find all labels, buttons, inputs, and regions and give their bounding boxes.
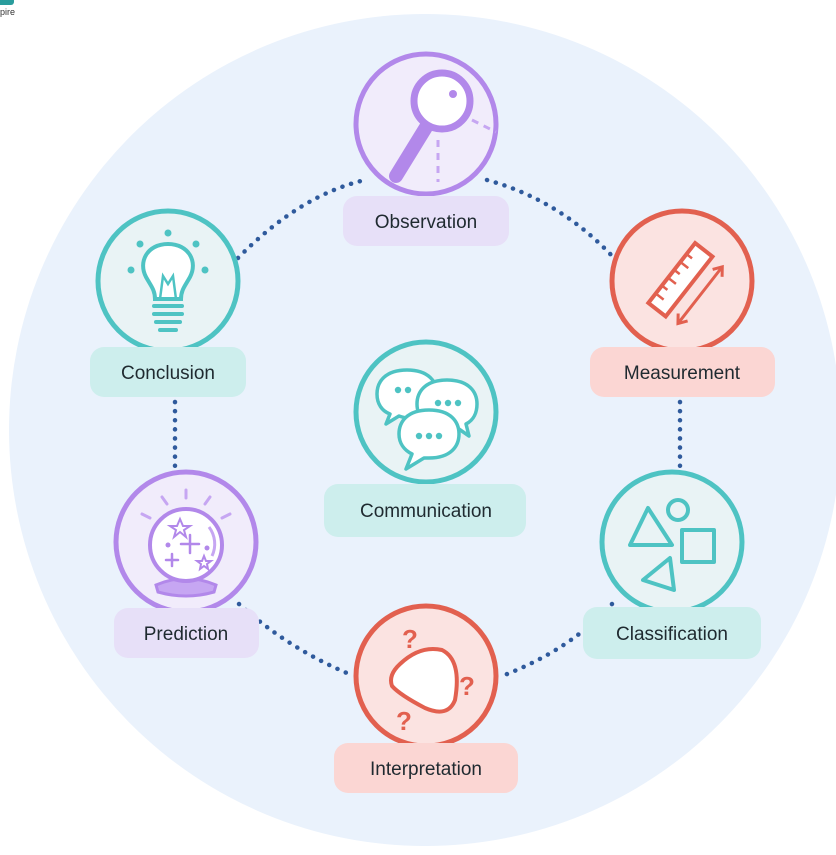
speech-bubbles-icon <box>375 368 479 471</box>
svg-text:?: ? <box>402 624 418 654</box>
magnifying-glass-icon <box>389 69 497 183</box>
observation-label: Observation <box>375 212 477 233</box>
lightbulb-icon <box>127 229 209 332</box>
brand-text: pire <box>0 7 16 17</box>
node-conclusion: Conclusion <box>90 208 246 397</box>
node-observation: Observation <box>343 51 509 246</box>
svg-text:?: ? <box>396 706 412 736</box>
node-prediction: Prediction <box>113 469 259 658</box>
crystal-ball-icon <box>140 488 232 598</box>
prediction-label: Prediction <box>144 624 229 645</box>
communication-label-pill <box>324 484 526 537</box>
conclusion-label-pill <box>90 347 246 397</box>
ruler-icon <box>645 240 724 326</box>
measurement-label-pill <box>590 347 775 397</box>
observation-label-pill <box>343 196 509 246</box>
brand-logo: pire <box>0 0 40 22</box>
svg-text:?: ? <box>459 671 475 701</box>
conclusion-label: Conclusion <box>121 363 215 384</box>
interpretation-label-pill <box>334 743 518 793</box>
interpretation-label: Interpretation <box>370 759 482 780</box>
prediction-label-pill <box>114 608 259 658</box>
node-classification: Classification <box>583 469 761 659</box>
shapes-icon <box>628 498 716 592</box>
measurement-label: Measurement <box>624 363 741 384</box>
connector-classification-interpretation <box>499 601 615 679</box>
classification-label: Classification <box>616 624 728 645</box>
brand-mark <box>0 0 14 5</box>
node-measurement: Measurement <box>590 208 775 397</box>
connector-conclusion-observation <box>235 177 368 261</box>
communication-label: Communication <box>360 501 492 522</box>
node-interpretation: ? ? ? Interpretation <box>334 603 518 793</box>
node-communication: Communication <box>324 339 526 537</box>
question-marks-icon: ? ? ? <box>389 624 475 736</box>
classification-label-pill <box>583 607 761 659</box>
connector-observation-measurement <box>484 177 617 261</box>
speech-dots <box>394 386 462 440</box>
connectors <box>172 177 683 679</box>
